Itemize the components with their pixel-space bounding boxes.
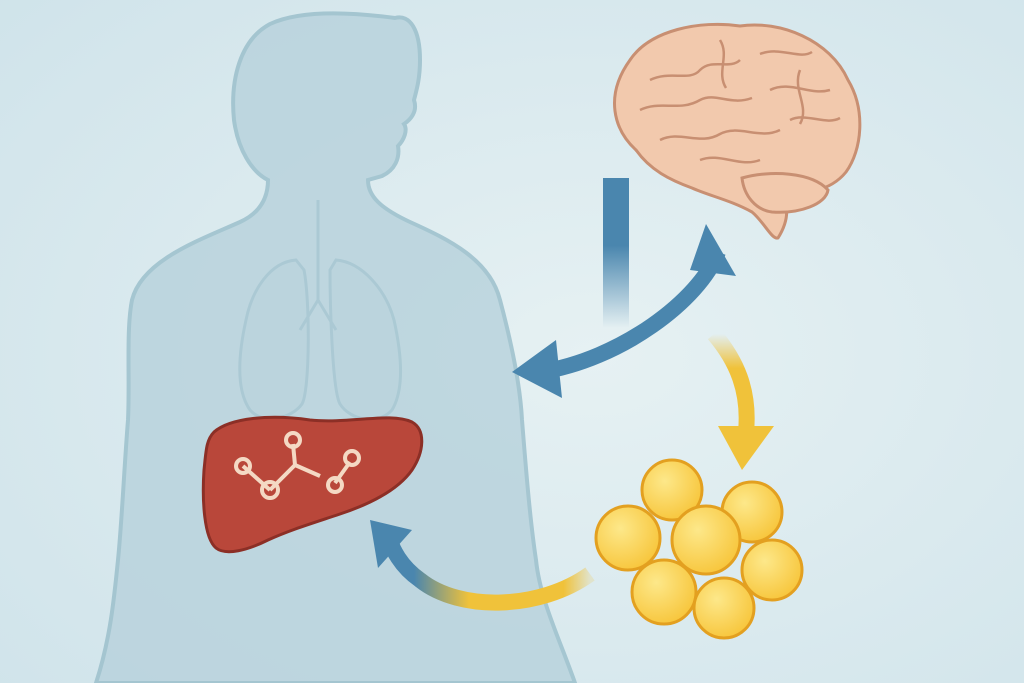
fat-cell — [740, 538, 804, 602]
yellow-arrow-brain-to-fat — [707, 328, 774, 470]
fat-cell — [594, 504, 662, 572]
fat-cell — [670, 504, 742, 576]
molecule-icon — [234, 431, 361, 500]
fat-cell — [630, 558, 698, 626]
liver-icon — [201, 415, 424, 554]
fading-blue-arrow-down — [603, 178, 629, 328]
blue-double-headed-arrow — [512, 224, 736, 398]
fat-cell — [692, 576, 756, 640]
fat-cells-cluster-icon — [594, 458, 804, 640]
fat-cell — [640, 458, 704, 522]
arrow-fat-to-liver — [370, 520, 595, 611]
lungs-icon — [238, 200, 402, 421]
brain-icon — [613, 22, 862, 240]
